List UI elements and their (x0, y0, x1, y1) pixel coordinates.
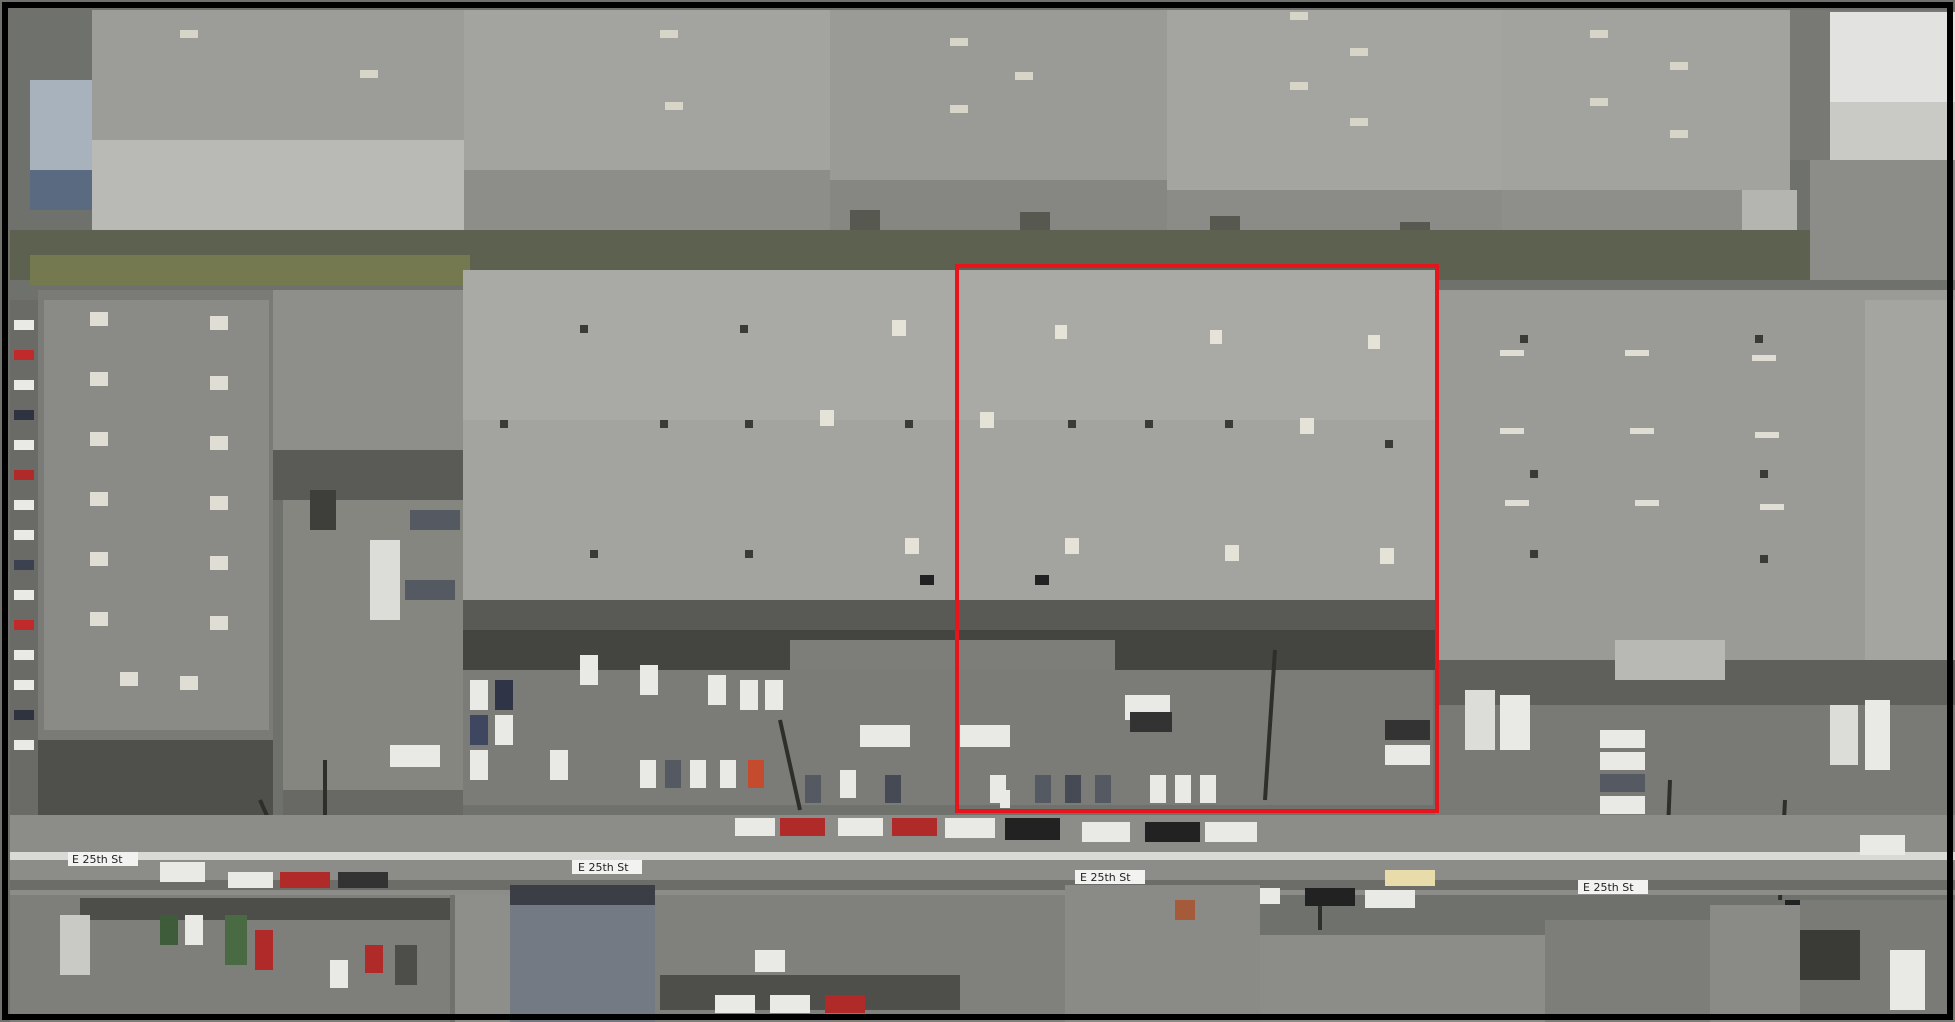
central-warehouse (463, 270, 1435, 730)
street-label-3: E 25th St (1080, 871, 1131, 884)
highlight-box (955, 264, 1439, 813)
street-label-2: E 25th St (578, 861, 629, 874)
south-buildings (10, 885, 1955, 1022)
left-building (38, 290, 463, 820)
left-edge-parking (10, 300, 38, 820)
front-parking (283, 490, 1955, 825)
east-warehouse (1435, 290, 1955, 705)
street-label-1: E 25th St (72, 853, 123, 866)
street-label-4: E 25th St (1583, 881, 1634, 894)
street-e-25th: E 25th St E 25th St E 25th St E 25th St (10, 815, 1955, 918)
